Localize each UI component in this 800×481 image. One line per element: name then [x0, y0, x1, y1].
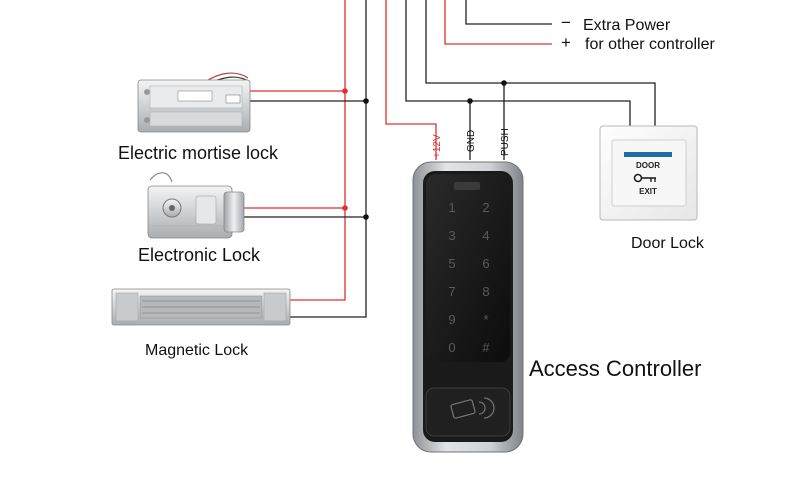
terminal-12v-label: +12V — [432, 134, 443, 158]
keypad-key: 6 — [482, 256, 489, 271]
electric-mortise-lock-image — [137, 72, 251, 133]
exit-button-image: DOOR EXIT — [599, 125, 698, 221]
keypad-key: # — [482, 340, 490, 355]
electric-mortise-lock-label: Electric mortise lock — [118, 143, 279, 163]
extra-power-plus-label: for other controller — [585, 36, 715, 53]
keypad-key: 8 — [482, 284, 489, 299]
extra-power-plus-sign: + — [561, 33, 571, 52]
access-controller-label: Access Controller — [529, 356, 702, 381]
junctions — [342, 80, 507, 220]
junction-gnd — [467, 98, 473, 104]
wire-extra-power-minus — [465, 0, 552, 25]
exit-button-door-text: DOOR — [636, 161, 660, 170]
magnetic-lock-label: Magnetic Lock — [145, 342, 249, 359]
keypad-key: 4 — [482, 228, 489, 243]
terminal-push-label: PUSH — [500, 128, 511, 156]
keypad-key: 3 — [448, 228, 455, 243]
wire-negative-bus — [290, 0, 367, 318]
wire-12v-controller — [385, 0, 437, 160]
extra-power-minus-sign: − — [561, 13, 571, 32]
access-controller-image: 1 2 3 4 5 6 7 8 9 * 0 # — [412, 161, 524, 453]
keypad-key: 9 — [448, 312, 455, 327]
wire-push-controller — [425, 0, 656, 140]
key-icon — [633, 173, 656, 183]
keypad-key: 2 — [482, 200, 489, 215]
junction-push — [501, 80, 507, 86]
keypad-key: * — [483, 312, 488, 327]
keypad-key: 1 — [448, 200, 455, 215]
wire-positive-bus — [290, 0, 346, 301]
junction-red-electronic — [342, 205, 348, 211]
extra-power-minus-label: Extra Power — [583, 17, 671, 34]
junction-black-electronic — [363, 214, 369, 220]
junction-red-mortise — [342, 88, 348, 94]
wire-gnd-controller — [405, 0, 631, 140]
keypad: 1 2 3 4 5 6 7 8 9 * 0 # — [448, 200, 490, 355]
electronic-lock-image — [147, 172, 245, 239]
terminal-gnd-label: GND — [466, 130, 477, 152]
rfid-card-icon — [450, 397, 495, 419]
wire-extra-power-plus — [444, 0, 552, 45]
exit-button-exit-text: EXIT — [639, 187, 657, 196]
keypad-key: 5 — [448, 256, 455, 271]
electronic-lock-label: Electronic Lock — [138, 245, 261, 265]
door-lock-label: Door Lock — [631, 235, 704, 252]
magnetic-lock-image — [111, 288, 291, 326]
keypad-key: 0 — [448, 340, 455, 355]
keypad-key: 7 — [448, 284, 455, 299]
wires — [243, 0, 656, 318]
junction-black-mortise — [363, 98, 369, 104]
